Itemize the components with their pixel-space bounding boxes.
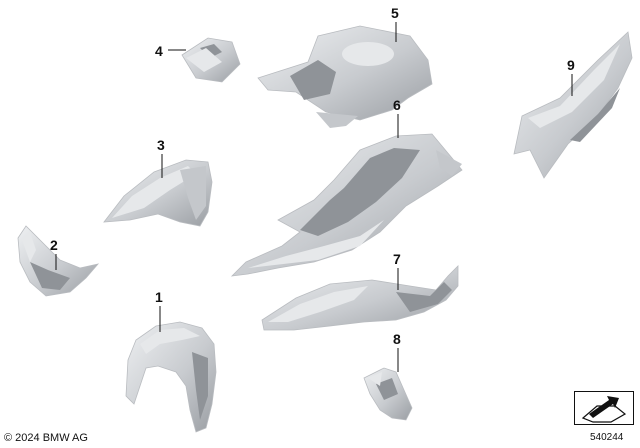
callout-9: 9 (567, 57, 575, 73)
callout-4: 4 (155, 43, 163, 59)
part-5-tank-cover[interactable] (257, 25, 433, 128)
part-9-side-panel[interactable] (513, 31, 633, 179)
part-1-front-fender[interactable] (125, 321, 217, 433)
part-7-lower-panel[interactable] (261, 265, 459, 331)
callout-1: 1 (155, 289, 163, 305)
leader-lines (55, 22, 573, 372)
callout-3: 3 (157, 137, 165, 153)
callout-5: 5 (391, 5, 399, 21)
callout-6: 6 (393, 97, 401, 113)
callout-8: 8 (393, 331, 401, 347)
callout-2: 2 (50, 237, 58, 253)
callout-7: 7 (393, 251, 401, 267)
folder-arrow-icon[interactable] (574, 391, 634, 425)
copyright-text: © 2024 BMW AG (4, 432, 88, 444)
part-4-cover[interactable] (181, 37, 241, 83)
part-6-side-fairing[interactable] (230, 133, 463, 277)
part-8-small-bracket[interactable] (363, 367, 413, 421)
callout-numbers: 1 2 3 4 5 6 7 8 9 (50, 5, 575, 347)
diagram-id: 540244 (590, 432, 624, 443)
part-3-front-cover[interactable] (103, 159, 213, 227)
part-2-bracket[interactable] (17, 225, 100, 297)
folder-arrow-graphic (581, 396, 627, 423)
